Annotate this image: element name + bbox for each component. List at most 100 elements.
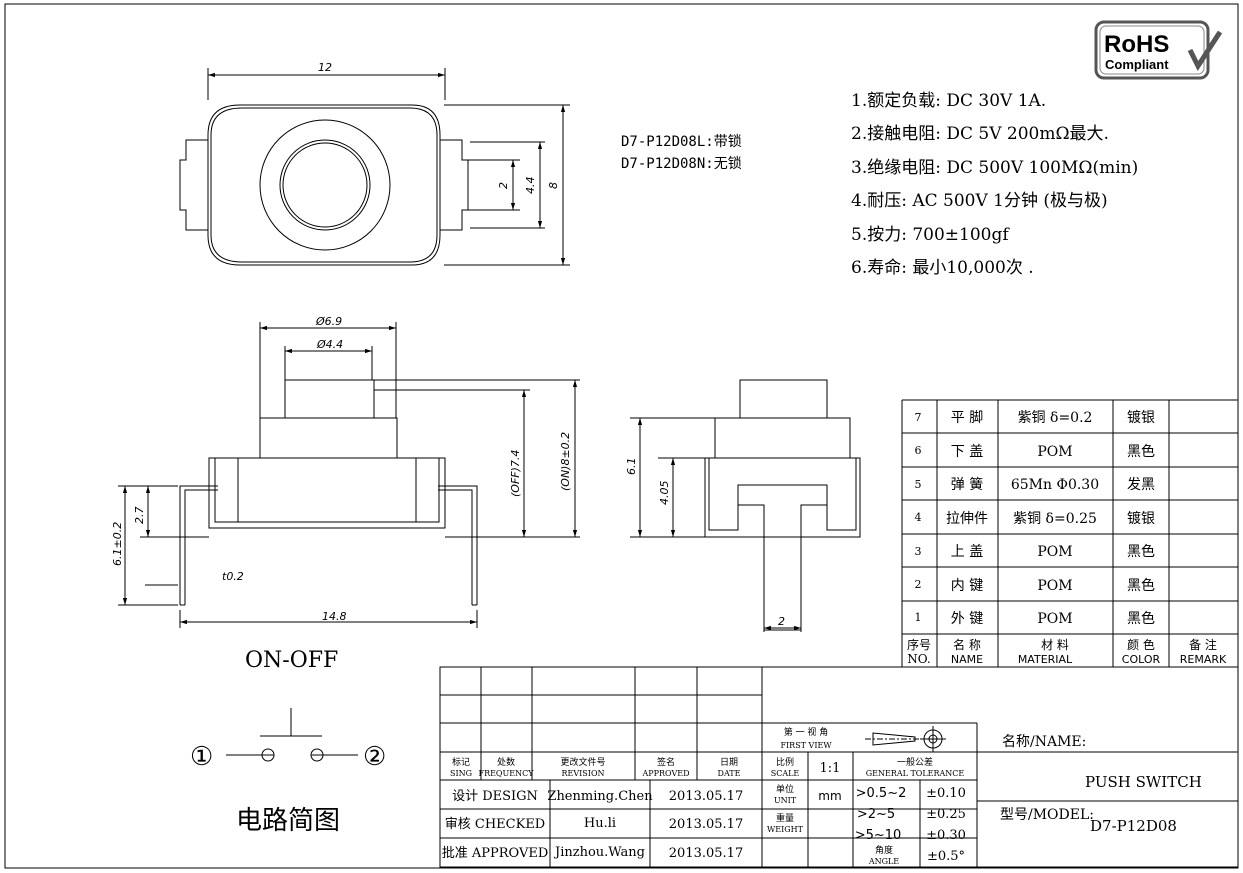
tb-tol-value: ±0.10: [926, 786, 966, 801]
tb-model-label: 型号/MODEL:: [1000, 807, 1094, 823]
front-view: [118, 322, 580, 628]
bom-header-color-en: COLOR: [1122, 653, 1161, 666]
bom-header-remark-en: REMARK: [1180, 653, 1227, 666]
tb-name-label: 名称/NAME:: [1002, 734, 1086, 750]
bom-color: 镀银: [1127, 510, 1155, 527]
bom-material: POM: [1037, 444, 1072, 460]
tb-appr-cn: 签名: [657, 756, 675, 768]
bom-name: 下 盖: [951, 444, 983, 460]
bom-name: 上 盖: [951, 544, 983, 560]
tb-weight-en: WEIGHT: [767, 825, 804, 834]
bom-no: 1: [915, 611, 922, 624]
bom-color: 黑色: [1127, 610, 1155, 627]
tb-angle-en: ANGLE: [868, 857, 899, 866]
tb-unit-en: UNIT: [774, 796, 797, 805]
tb-design-label: 设计 DESIGN: [452, 789, 538, 804]
tb-name-value: PUSH SWITCH: [1085, 773, 1202, 791]
outer-key-circle: [259, 119, 391, 251]
bom-no: 5: [915, 478, 922, 491]
tb-checked-name: Hu.li: [584, 816, 616, 831]
tb-approved-label: 批准 APPROVED: [442, 846, 549, 861]
tb-checked-date: 2013.05.17: [669, 817, 743, 832]
variant-nonlocking: D7-P12D08N:无锁: [621, 156, 742, 172]
dim-side-height: 6.1: [625, 458, 638, 476]
tb-scale-en: SCALE: [771, 769, 800, 778]
bom-no: 7: [915, 411, 922, 424]
tb-freq-en: FREQUENCY: [479, 769, 535, 778]
dim-top-mid: 4.4: [524, 177, 537, 195]
tb-rev-en: REVISION: [562, 769, 605, 778]
rohs-compliant-text: Compliant: [1105, 57, 1169, 72]
bom-material: 65Mn Φ0.30: [1011, 477, 1099, 493]
bom-color: 发黑: [1127, 477, 1155, 493]
dim-side-pin: 2: [778, 615, 785, 628]
tb-view-en: FIRST VIEW: [780, 741, 832, 750]
circuit-pin2: ②: [363, 742, 386, 772]
dim-on-height: (ON)8±0.2: [559, 432, 572, 491]
circuit-title: ON-OFF: [245, 648, 338, 673]
bom-color: 黑色: [1127, 443, 1155, 460]
dim-dia-outer: Ø6.9: [315, 315, 342, 328]
spec-item: 4.耐压: AC 500V 1分钟 (极与极): [851, 191, 1108, 211]
tb-approved-name: Jinzhou.Wang: [553, 845, 645, 860]
dim-lead-height: 6.1±0.2: [111, 522, 124, 566]
bom-material: 紫铜 δ=0.2: [1018, 410, 1093, 426]
tb-approved-date: 2013.05.17: [669, 846, 743, 861]
dim-top-width: 12: [318, 61, 332, 74]
dim-thickness: t0.2: [222, 570, 244, 583]
tb-tol-value: ±0.30: [926, 828, 966, 843]
tb-design-date: 2013.05.17: [669, 789, 743, 804]
tb-angle-tol: ±0.5°: [927, 849, 965, 864]
bom-color: 黑色: [1127, 577, 1155, 594]
bom-header-no-en: NO.: [907, 652, 930, 666]
bom-name: 平 脚: [951, 410, 983, 426]
bom-material: POM: [1037, 611, 1072, 627]
tb-date-en: DATE: [718, 769, 741, 778]
tb-sing-cn: 标记: [452, 756, 470, 768]
dim-off-height: (OFF)7.4: [509, 450, 522, 497]
bom-header-material-cn: 材 料: [1041, 638, 1069, 652]
rohs-text: RoHS: [1104, 31, 1169, 58]
dim-body-height: 2.7: [133, 507, 146, 525]
tb-angle-cn: 角度: [875, 844, 893, 856]
title-block: [439, 666, 1239, 868]
bom-material: 紫铜 δ=0.25: [1013, 511, 1097, 527]
bom-no: 4: [915, 511, 922, 524]
bom-material: POM: [1037, 544, 1072, 560]
bom-header-color-cn: 颜 色: [1127, 637, 1155, 652]
bom-name: 内 键: [951, 578, 983, 594]
tb-weight-cn: 重量: [776, 812, 794, 824]
bom-name: 拉伸件: [946, 511, 988, 527]
tb-model-value: D7-P12D08: [1090, 817, 1177, 835]
tb-unit-val: mm: [818, 789, 841, 803]
tb-view-cn: 第 一 视 角: [784, 726, 829, 738]
bom-material: POM: [1037, 578, 1072, 594]
bom-header-no-cn: 序号: [907, 637, 931, 652]
bom-name: 外 键: [951, 611, 983, 627]
title-block-text: 标记 SING 处数 FREQUENCY 更改文件号 REVISION 签名 A…: [442, 726, 966, 866]
circuit-pin1: ①: [190, 742, 213, 772]
bom-name: 弹 簧: [951, 477, 983, 493]
tb-freq-cn: 处数: [497, 756, 515, 768]
circuit-diagram: [226, 708, 358, 762]
bom-header-name-cn: 名 称: [953, 637, 981, 652]
tb-checked-label: 审核 CHECKED: [445, 817, 545, 832]
check-icon: [1187, 30, 1223, 72]
tb-date-cn: 日期: [720, 757, 738, 768]
bom-header-material-en: MATERIAL: [1018, 653, 1073, 666]
bom-no: 3: [915, 545, 922, 558]
spec-list: 1.额定负载: DC 30V 1A. 2.接触电阻: DC 5V 200mΩ最大…: [851, 91, 1138, 278]
inner-key-circle: [282, 142, 368, 228]
spec-item: 5.按力: 700±100gf: [851, 225, 1010, 245]
tb-appr-en: APPROVED: [641, 769, 689, 778]
bom-header-name-en: NAME: [951, 653, 983, 666]
tb-sing-en: SING: [450, 769, 472, 778]
spec-item: 6.寿命: 最小10,000次 .: [851, 258, 1034, 278]
tb-tol-cn: 一般公差: [897, 756, 933, 768]
spec-item: 1.额定负载: DC 30V 1A.: [851, 91, 1046, 111]
tb-unit-cn: 单位: [776, 783, 794, 795]
spec-item: 3.绝缘电阻: DC 500V 100MΩ(min): [851, 158, 1138, 178]
tb-tol-range: >5~10: [855, 828, 902, 843]
bom-no: 6: [915, 444, 922, 457]
